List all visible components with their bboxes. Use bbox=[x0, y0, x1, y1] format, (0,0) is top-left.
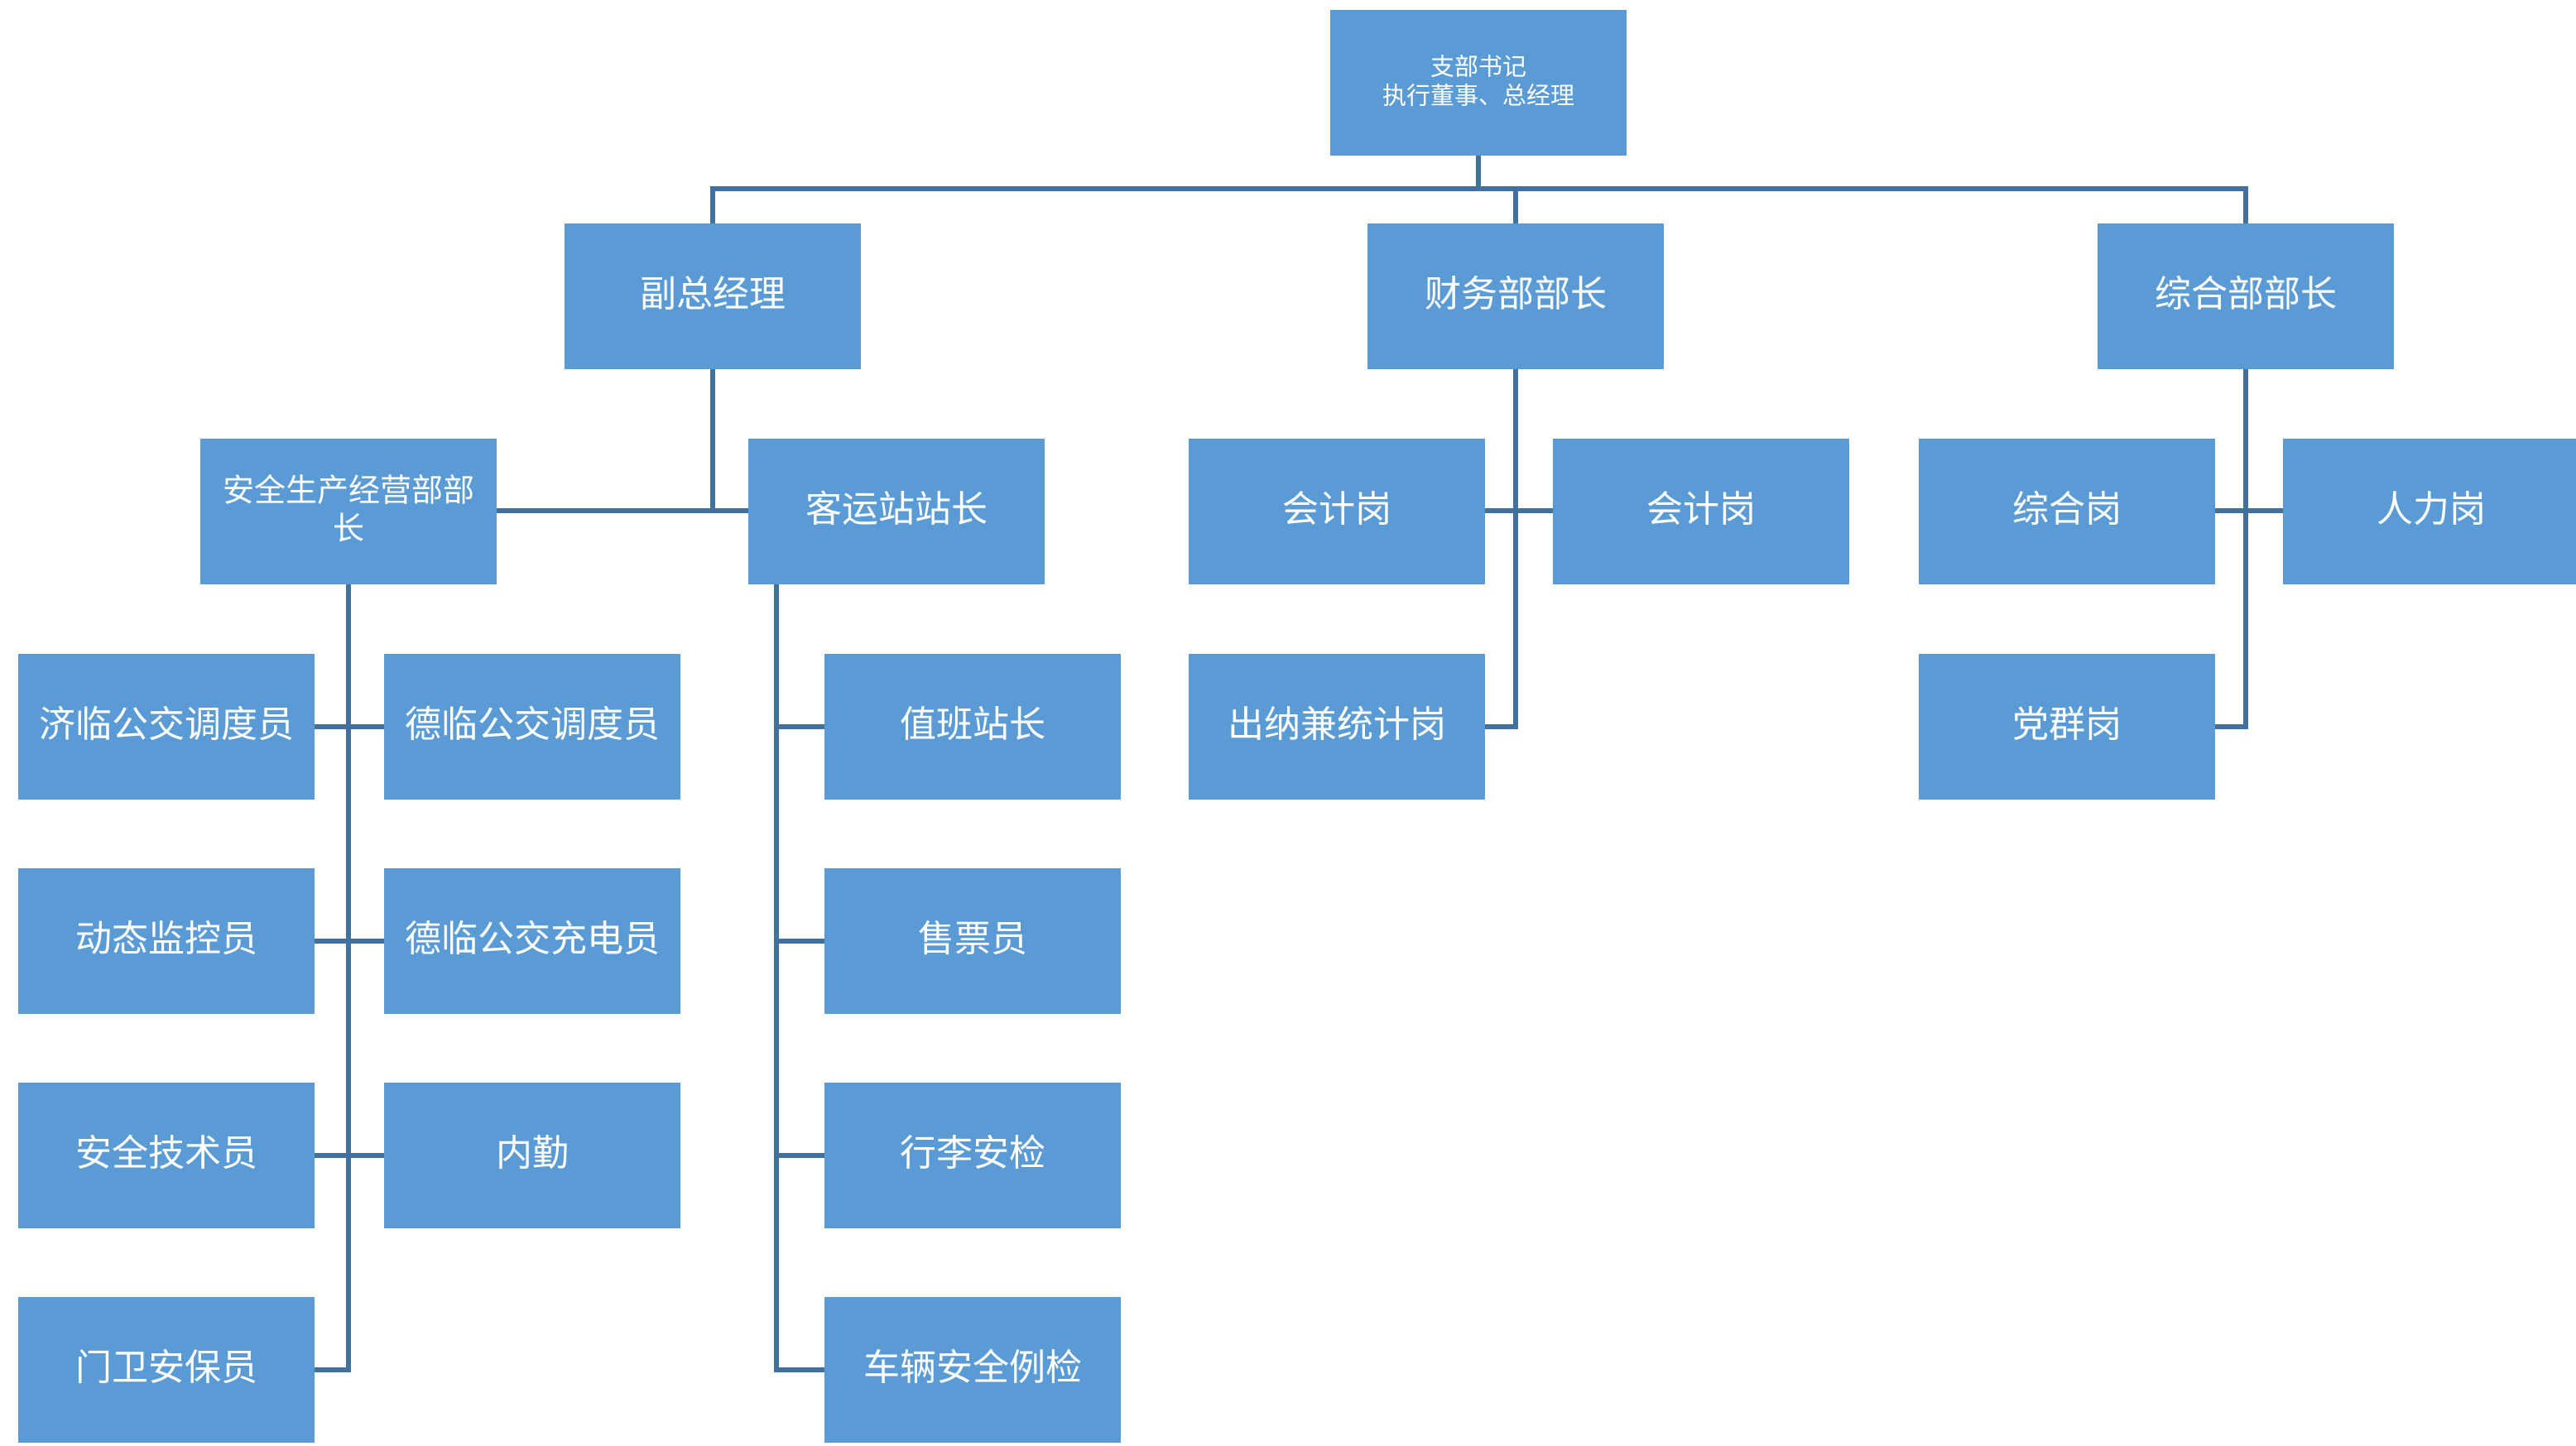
node-duty-station-master: 值班站长 bbox=[824, 654, 1121, 800]
node-box bbox=[2283, 439, 2576, 584]
node-deputy-general-manager: 副总经理 bbox=[565, 223, 861, 369]
node-label: 德临公交调度员 bbox=[405, 704, 660, 746]
node-box bbox=[1189, 439, 1485, 584]
node-box bbox=[1330, 10, 1627, 156]
node-general-affairs-head: 综合部部长 bbox=[2098, 223, 2394, 369]
node-box bbox=[18, 654, 315, 800]
node-label: 会计岗 bbox=[1282, 488, 1391, 531]
node-label: 人力岗 bbox=[2377, 488, 2486, 531]
node-vehicle-inspection: 车辆安全例检 bbox=[824, 1297, 1121, 1443]
node-dezhou-charger: 德临公交充电员 bbox=[384, 868, 680, 1014]
node-label: 财务部部长 bbox=[1425, 273, 1607, 315]
node-label: 客运站站长 bbox=[805, 488, 988, 531]
node-box bbox=[200, 439, 497, 584]
node-box bbox=[1367, 223, 1664, 369]
node-jinan-dispatcher: 济临公交调度员 bbox=[18, 654, 315, 800]
node-baggage-check: 行李安检 bbox=[824, 1083, 1121, 1228]
node-label: 值班站长 bbox=[900, 704, 1045, 746]
node-label: 支部书记 bbox=[1430, 53, 1526, 81]
node-box bbox=[18, 868, 315, 1014]
node-label: 长 bbox=[333, 510, 364, 546]
node-label: 德临公交充电员 bbox=[405, 918, 660, 960]
node-box bbox=[565, 223, 861, 369]
node-label: 售票员 bbox=[918, 918, 1027, 960]
node-ticket-seller: 售票员 bbox=[824, 868, 1121, 1014]
node-box bbox=[1553, 439, 1849, 584]
node-dynamic-monitor: 动态监控员 bbox=[18, 868, 315, 1014]
node-accountant-1: 会计岗 bbox=[1189, 439, 1485, 584]
node-box bbox=[1919, 654, 2215, 800]
node-box bbox=[384, 654, 680, 800]
node-label: 行李安检 bbox=[900, 1132, 1045, 1175]
node-label: 内勤 bbox=[496, 1132, 569, 1175]
node-finance-head: 财务部部长 bbox=[1367, 223, 1664, 369]
node-label: 车辆安全例检 bbox=[863, 1347, 1082, 1389]
node-label: 会计岗 bbox=[1646, 488, 1756, 531]
node-box bbox=[748, 439, 1045, 584]
node-box bbox=[384, 1083, 680, 1228]
node-office-staff: 内勤 bbox=[384, 1083, 680, 1228]
node-box bbox=[18, 1297, 315, 1443]
node-label: 济临公交调度员 bbox=[39, 704, 294, 746]
node-box bbox=[824, 654, 1121, 800]
node-label: 安全技术员 bbox=[75, 1132, 257, 1175]
node-label: 门卫安保员 bbox=[75, 1347, 257, 1389]
node-label: 综合岗 bbox=[2012, 488, 2122, 531]
node-dezhou-dispatcher: 德临公交调度员 bbox=[384, 654, 680, 800]
node-label: 副总经理 bbox=[640, 273, 786, 315]
node-label: 综合部部长 bbox=[2155, 273, 2337, 315]
node-accountant-2: 会计岗 bbox=[1553, 439, 1849, 584]
node-label: 出纳兼统计岗 bbox=[1228, 704, 1446, 746]
node-label: 安全生产经营部部 bbox=[223, 473, 474, 509]
node-hr-post: 人力岗 bbox=[2283, 439, 2576, 584]
node-general-post: 综合岗 bbox=[1919, 439, 2215, 584]
node-gate-guard: 门卫安保员 bbox=[18, 1297, 315, 1443]
node-safety-technician: 安全技术员 bbox=[18, 1083, 315, 1228]
connectors bbox=[312, 153, 2285, 1372]
node-station-head: 客运站站长 bbox=[748, 439, 1045, 584]
node-box bbox=[1919, 439, 2215, 584]
node-party-post: 党群岗 bbox=[1919, 654, 2215, 800]
node-box bbox=[824, 1297, 1121, 1443]
node-box bbox=[1189, 654, 1485, 800]
node-label: 党群岗 bbox=[2012, 704, 2122, 746]
node-label: 执行董事、总经理 bbox=[1382, 81, 1574, 109]
node-box bbox=[824, 868, 1121, 1014]
node-label: 动态监控员 bbox=[75, 918, 257, 960]
node-box bbox=[824, 1083, 1121, 1228]
node-box bbox=[384, 868, 680, 1014]
node-box bbox=[2098, 223, 2394, 369]
node-cashier-statistics: 出纳兼统计岗 bbox=[1189, 654, 1485, 800]
node-box bbox=[18, 1083, 315, 1228]
